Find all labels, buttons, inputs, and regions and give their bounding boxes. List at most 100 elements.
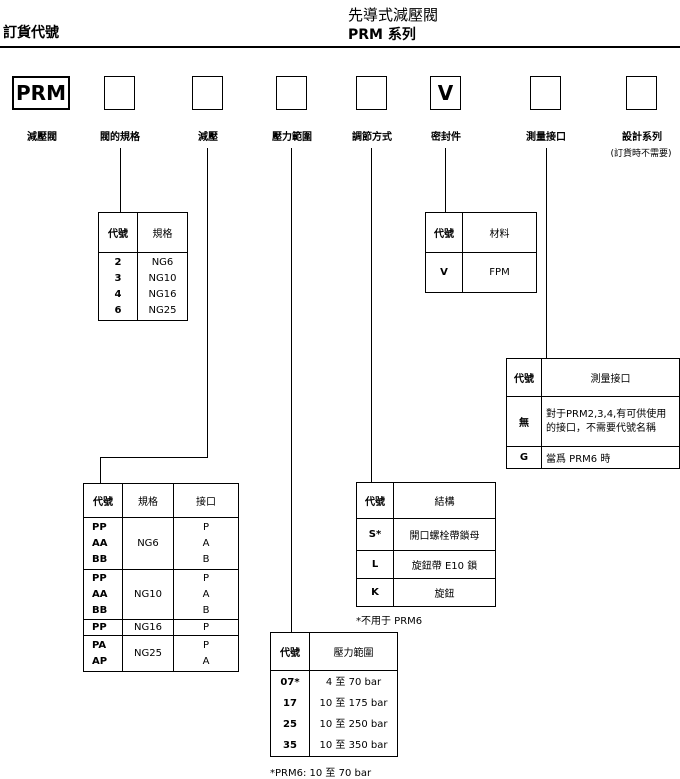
adjust-code: L [356,550,394,579]
connector-reduce-h [100,457,208,458]
gauge-desc: 對于PRM2,3,4,有可供使用的接口，不需要代號名稱 [541,396,680,447]
port-letter: P [202,521,210,533]
gauge-table-header-code: 代號 [506,358,542,397]
port-letter: A [202,655,210,667]
connector-seal [445,148,446,212]
pressure-range: 10 至 350 bar [319,739,388,751]
pressure-code: 07* [280,676,300,688]
size-value: NG6 [151,256,174,268]
port-ports: P A [173,635,239,672]
size-value: NG16 [148,288,177,300]
port-table: 代號 規格 接口 PP AA BB NG6 P A B PP AA BB NG1… [83,483,239,672]
code-box-adjust [356,76,387,110]
port-ports: P A B [173,517,239,570]
port-letter: B [202,553,210,565]
port-letter: A [202,588,210,600]
adjust-structure: 旋鈕帶 E10 鎖 [393,550,496,579]
adjust-code: K [356,578,394,607]
size-value: NG25 [148,304,177,316]
port-code: PP [92,622,107,633]
product-series: PRM 系列 [348,27,416,43]
pressure-code: 25 [283,718,297,730]
size-code: 4 [114,288,122,300]
port-code: BB [92,604,108,616]
adjust-structure: 旋鈕 [393,578,496,607]
size-code: 6 [114,304,122,316]
size-table-header-code: 代號 [98,212,138,253]
label-adjust: 調節方式 [352,132,392,143]
port-codes: PP AA BB [83,569,123,620]
seal-table-header-material: 材料 [462,212,537,253]
pressure-range: 10 至 175 bar [319,697,388,709]
pressure-range: 4 至 70 bar [325,676,382,688]
adjust-table: 代號 結構 S* 開口螺栓帶鎖母 L 旋鈕帶 E10 鎖 K 旋鈕 [356,482,496,607]
seal-material: FPM [462,252,537,293]
adjust-code: S* [356,518,394,551]
code-box-design [626,76,657,110]
size-code: 3 [114,272,122,284]
port-table-header-code: 代號 [83,483,123,518]
pressure-ranges: 4 至 70 bar 10 至 175 bar 10 至 250 bar 10 … [309,670,398,757]
connector-size [120,148,121,212]
connector-gauge [546,148,547,358]
port-size: NG25 [122,635,174,672]
code-box-gauge [530,76,561,110]
gauge-code: G [506,446,542,469]
pressure-table: 代號 壓力範圍 07* 17 25 35 4 至 70 bar 10 至 175… [270,632,398,757]
port-code: PP [92,572,107,584]
pressure-code: 35 [283,739,297,751]
pressure-codes: 07* 17 25 35 [270,670,310,757]
gauge-table: 代號 測量接口 無 對于PRM2,3,4,有可供使用的接口，不需要代號名稱 G … [506,358,680,469]
adjust-footnote: *不用于 PRM6 [356,616,423,627]
label-size: 閥的規格 [100,132,140,143]
size-value: NG10 [148,272,177,284]
port-codes: PP AA BB [83,517,123,570]
product-title: 先導式減壓閥 [348,6,439,24]
port-code: PP [92,521,107,533]
port-letter: B [202,604,210,616]
header-rule [0,46,680,48]
seal-table-header-code: 代號 [425,212,463,253]
size-table-values: NG6 NG10 NG16 NG25 [137,252,188,321]
code-box-prm: PRM [12,76,70,110]
pressure-range: 10 至 250 bar [319,718,388,730]
adjust-table-header-code: 代號 [356,482,394,519]
adjust-structure: 開口螺栓帶鎖母 [393,518,496,551]
label-valve: 減壓閥 [27,132,57,143]
port-codes: PA AP [83,635,123,672]
port-code: PA [92,639,107,651]
size-table: 代號 規格 2 3 4 6 NG6 NG10 NG16 NG25 [98,212,188,321]
port-letter: P [202,639,210,651]
seal-code: V [425,252,463,293]
code-box-reduce [192,76,223,110]
port-code: AA [92,588,108,600]
size-table-codes: 2 3 4 6 [98,252,138,321]
port-size: NG16 [122,619,174,636]
code-box-pressure [276,76,307,110]
pressure-code: 17 [283,697,297,709]
gauge-table-header-port: 測量接口 [541,358,680,397]
code-box-seal: V [430,76,461,110]
label-gauge: 測量接口 [526,132,566,143]
port-letter: P [202,572,210,584]
seal-table: 代號 材料 V FPM [425,212,537,293]
port-codes: PP [83,619,123,636]
port-size: NG10 [122,569,174,620]
port-table-header-size: 規格 [122,483,174,518]
label-design: 設計系列 [622,132,662,143]
connector-reduce [207,148,208,457]
label-seal: 密封件 [431,132,461,143]
label-design-note: (訂貨時不需要) [610,149,672,159]
gauge-desc: 當爲 PRM6 時 [541,446,680,469]
size-code: 2 [114,256,122,268]
pressure-footnote: *PRM6: 10 至 70 bar [270,768,372,779]
gauge-code: 無 [506,396,542,447]
connector-reduce-down [100,457,101,483]
port-code: AA [92,537,108,549]
code-box-size [104,76,135,110]
pressure-table-header-code: 代號 [270,632,310,671]
port-ports: P [173,619,239,636]
label-reduce: 減壓 [198,132,218,143]
port-letter: P [202,622,210,633]
port-letter: A [202,537,210,549]
